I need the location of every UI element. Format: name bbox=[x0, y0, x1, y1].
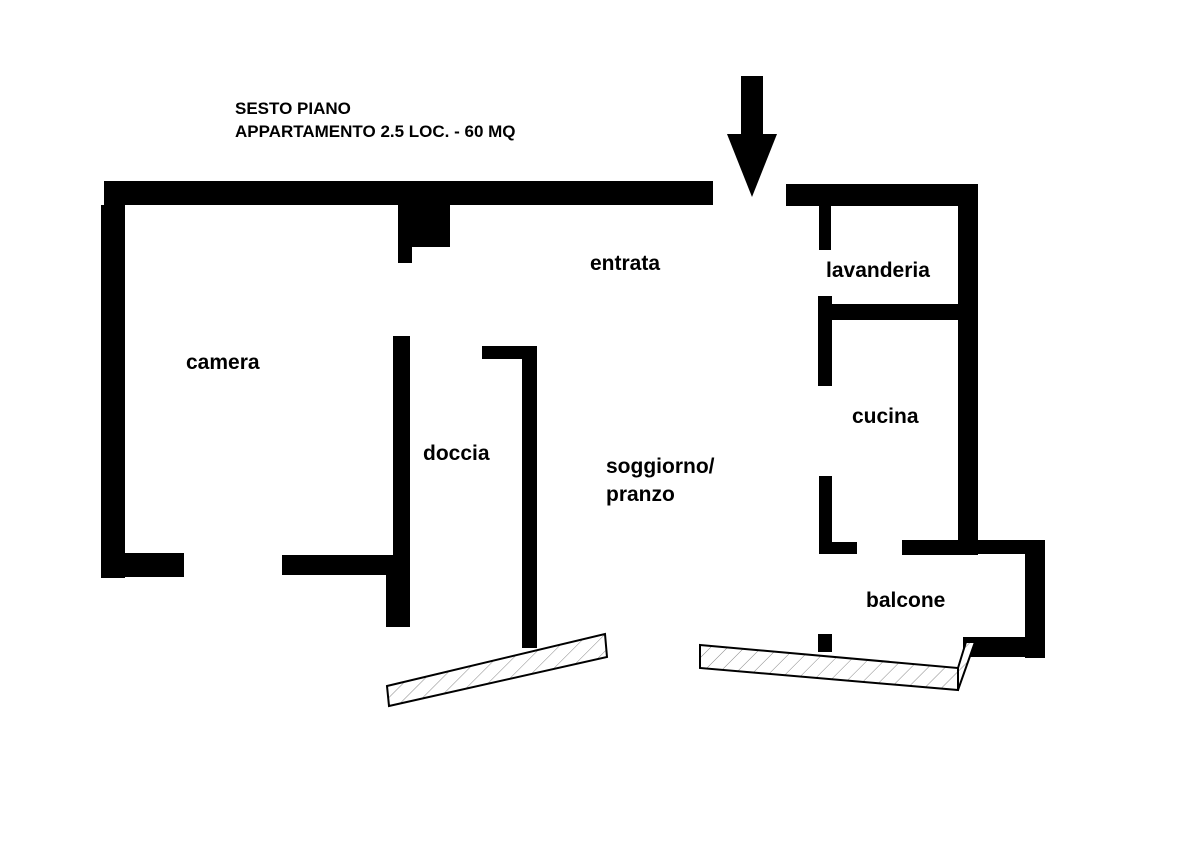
shower-wall bbox=[482, 346, 537, 648]
room-label-doccia: doccia bbox=[423, 442, 490, 465]
kitchen-bottom-right bbox=[902, 540, 978, 555]
right-wall bbox=[958, 184, 978, 552]
top-wall-left bbox=[104, 181, 713, 205]
bedroom-bottom-wall bbox=[282, 555, 410, 575]
apartment-subtitle: APPARTAMENTO 2.5 LOC. - 60 MQ bbox=[235, 122, 516, 141]
room-label-entrata: entrata bbox=[590, 252, 660, 275]
laundry-left-stub bbox=[819, 206, 831, 250]
laundry-kitchen-divider bbox=[819, 304, 959, 320]
room-label-pranzo: pranzo bbox=[606, 483, 675, 506]
room-label-soggiorno: soggiorno/ bbox=[606, 455, 715, 478]
outer-walls bbox=[101, 181, 978, 578]
parapets bbox=[385, 632, 977, 708]
partition-wall-vertical bbox=[393, 336, 410, 627]
balcony-walls bbox=[818, 540, 1045, 658]
room-label-camera: camera bbox=[186, 351, 260, 374]
parapet-corner bbox=[957, 641, 977, 691]
down-arrow-icon bbox=[727, 76, 777, 197]
left-wall bbox=[101, 205, 125, 578]
room-label-lavanderia: lavanderia bbox=[826, 259, 930, 282]
kitchen-bottom-left bbox=[819, 542, 857, 554]
room-label-balcone: balcone bbox=[866, 589, 945, 612]
bedroom-partition bbox=[282, 336, 410, 627]
bedroom-wall-stub bbox=[386, 575, 398, 627]
parapet-left bbox=[385, 632, 609, 708]
room-label-cucina: cucina bbox=[852, 405, 919, 428]
floor-title: SESTO PIANO bbox=[235, 99, 351, 118]
kitchen-left-wall-lower bbox=[819, 476, 832, 554]
bottom-wall-camera-left bbox=[101, 553, 184, 577]
column bbox=[398, 205, 450, 263]
kitchen-left-wall-upper bbox=[818, 296, 832, 386]
kitchen-walls bbox=[818, 206, 978, 555]
top-wall-right bbox=[786, 184, 977, 206]
